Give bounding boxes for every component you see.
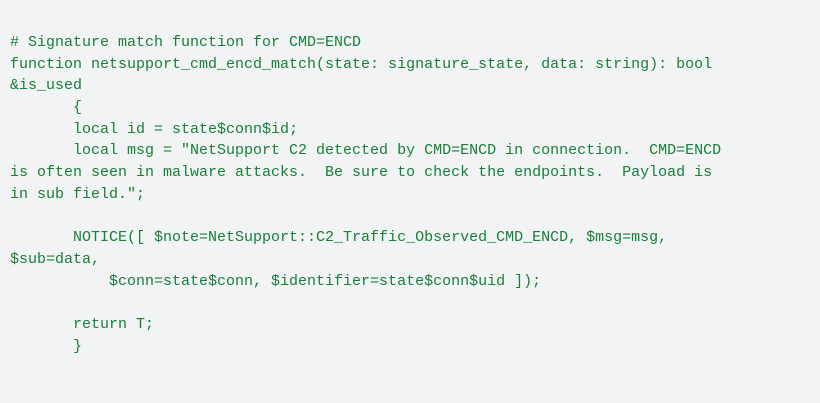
code-line: local id = state$conn$id;: [10, 120, 299, 138]
code-line: return T;: [10, 315, 155, 333]
code-line: is often seen in malware attacks. Be sur…: [10, 164, 713, 182]
code-line: NOTICE([ $note=NetSupport::C2_Traffic_Ob…: [10, 229, 668, 247]
code-line: [10, 206, 721, 228]
code-line: {: [10, 99, 83, 117]
code-line: local msg = "NetSupport C2 detected by C…: [10, 142, 722, 160]
code-line: $conn=state$conn, $identifier=state$conn…: [10, 272, 542, 290]
code-block: # Signature match function for CMD=ENCD …: [10, 32, 721, 357]
code-line: }: [10, 337, 83, 355]
code-line: in sub field.";: [10, 185, 146, 203]
code-line: &is_used: [10, 77, 83, 95]
code-line: [10, 292, 721, 314]
code-line: # Signature match function for CMD=ENCD: [10, 34, 362, 51]
code-line: $sub=data,: [10, 250, 101, 268]
code-line: function netsupport_cmd_encd_match(state…: [10, 55, 713, 73]
